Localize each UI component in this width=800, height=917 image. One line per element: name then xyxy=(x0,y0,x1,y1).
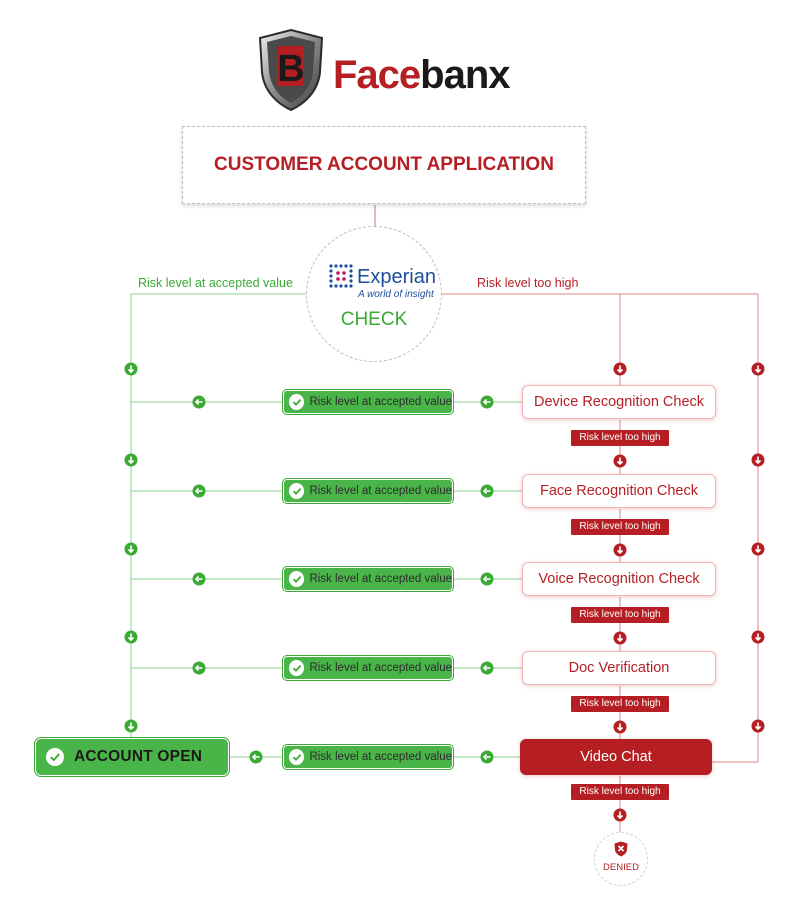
experian-tagline: A world of insight xyxy=(358,289,434,300)
arrow-left-icon xyxy=(480,395,494,414)
denied-outcome xyxy=(594,832,648,886)
accepted-badge: Risk level at accepted value xyxy=(283,479,453,503)
arrow-down-icon xyxy=(613,720,627,739)
arrow-down-icon xyxy=(751,542,765,561)
checkmark-icon xyxy=(289,571,305,587)
brand-logo: B xyxy=(256,28,326,112)
branch-label-too-high: Risk level too high xyxy=(477,276,579,290)
account-open-label: ACCOUNT OPEN xyxy=(74,748,203,765)
arrow-left-icon xyxy=(480,572,494,591)
arrow-down-icon xyxy=(124,362,138,381)
step-doc-verification: Doc Verification xyxy=(522,651,716,685)
experian-check-label: CHECK xyxy=(340,309,408,330)
arrow-left-icon xyxy=(192,484,206,503)
accepted-badge-label: Risk level at accepted value xyxy=(309,396,452,408)
account-open-outcome: ACCOUNT OPEN xyxy=(36,739,228,775)
too-high-tag: Risk level too high xyxy=(571,784,669,800)
arrow-down-icon xyxy=(613,362,627,381)
checkmark-icon xyxy=(289,660,305,676)
accepted-badge: Risk level at accepted value xyxy=(283,567,453,591)
step-face-recognition: Face Recognition Check xyxy=(522,474,716,508)
accepted-badge: Risk level at accepted value xyxy=(283,390,453,414)
arrow-down-icon xyxy=(751,453,765,472)
arrow-left-icon xyxy=(480,661,494,680)
checkmark-icon xyxy=(46,748,64,766)
page-title: CUSTOMER ACCOUNT APPLICATION xyxy=(214,154,554,175)
brand-name-part2: banx xyxy=(420,53,510,97)
arrow-down-icon xyxy=(613,808,627,827)
step-label: Doc Verification xyxy=(568,660,670,676)
step-device-recognition: Device Recognition Check xyxy=(522,385,716,419)
accepted-badge-label: Risk level at accepted value xyxy=(309,573,452,585)
arrow-down-icon xyxy=(751,719,765,738)
denied-x-icon xyxy=(614,841,628,862)
arrow-down-icon xyxy=(124,542,138,561)
brand-name-part1: Face xyxy=(333,53,421,97)
checkmark-icon xyxy=(289,483,305,499)
arrow-down-icon xyxy=(613,454,627,473)
checkmark-icon xyxy=(289,394,305,410)
too-high-tag: Risk level too high xyxy=(571,696,669,712)
step-label: Voice Recognition Check xyxy=(538,571,700,587)
arrow-down-icon xyxy=(124,719,138,738)
branch-label-accepted: Risk level at accepted value xyxy=(138,276,293,290)
too-high-tag: Risk level too high xyxy=(571,519,669,535)
arrow-down-icon xyxy=(751,362,765,381)
accepted-badge-label: Risk level at accepted value xyxy=(309,662,452,674)
step-label: Device Recognition Check xyxy=(533,394,705,410)
step-video-chat: Video Chat xyxy=(520,739,712,775)
experian-check-circle xyxy=(306,226,442,362)
step-label: Video Chat xyxy=(580,749,652,765)
arrow-down-icon xyxy=(124,453,138,472)
accepted-badge-label: Risk level at accepted value xyxy=(309,485,452,497)
arrow-left-icon xyxy=(249,750,263,769)
arrow-left-icon xyxy=(480,750,494,769)
experian-dots-icon xyxy=(328,263,354,289)
step-label: Face Recognition Check xyxy=(540,483,698,499)
arrow-down-icon xyxy=(613,631,627,650)
arrow-left-icon xyxy=(192,661,206,680)
accepted-badge: Risk level at accepted value xyxy=(283,656,453,680)
too-high-tag: Risk level too high xyxy=(571,430,669,446)
brand-name: Facebanx xyxy=(333,52,511,98)
denied-label: DENIED xyxy=(603,862,639,873)
step-voice-recognition: Voice Recognition Check xyxy=(522,562,716,596)
arrow-down-icon xyxy=(613,543,627,562)
too-high-tag: Risk level too high xyxy=(571,607,669,623)
arrow-left-icon xyxy=(480,484,494,503)
arrow-down-icon xyxy=(124,630,138,649)
checkmark-icon xyxy=(289,749,305,765)
customer-application-box: CUSTOMER ACCOUNT APPLICATION xyxy=(182,126,586,204)
accepted-badge: Risk level at accepted value xyxy=(283,745,453,769)
shield-logo-icon: B xyxy=(258,28,324,112)
experian-name: Experian xyxy=(357,266,436,288)
arrow-left-icon xyxy=(192,395,206,414)
svg-text:B: B xyxy=(277,48,304,90)
accepted-badge-label: Risk level at accepted value xyxy=(309,751,452,763)
arrow-down-icon xyxy=(751,630,765,649)
arrow-left-icon xyxy=(192,572,206,591)
